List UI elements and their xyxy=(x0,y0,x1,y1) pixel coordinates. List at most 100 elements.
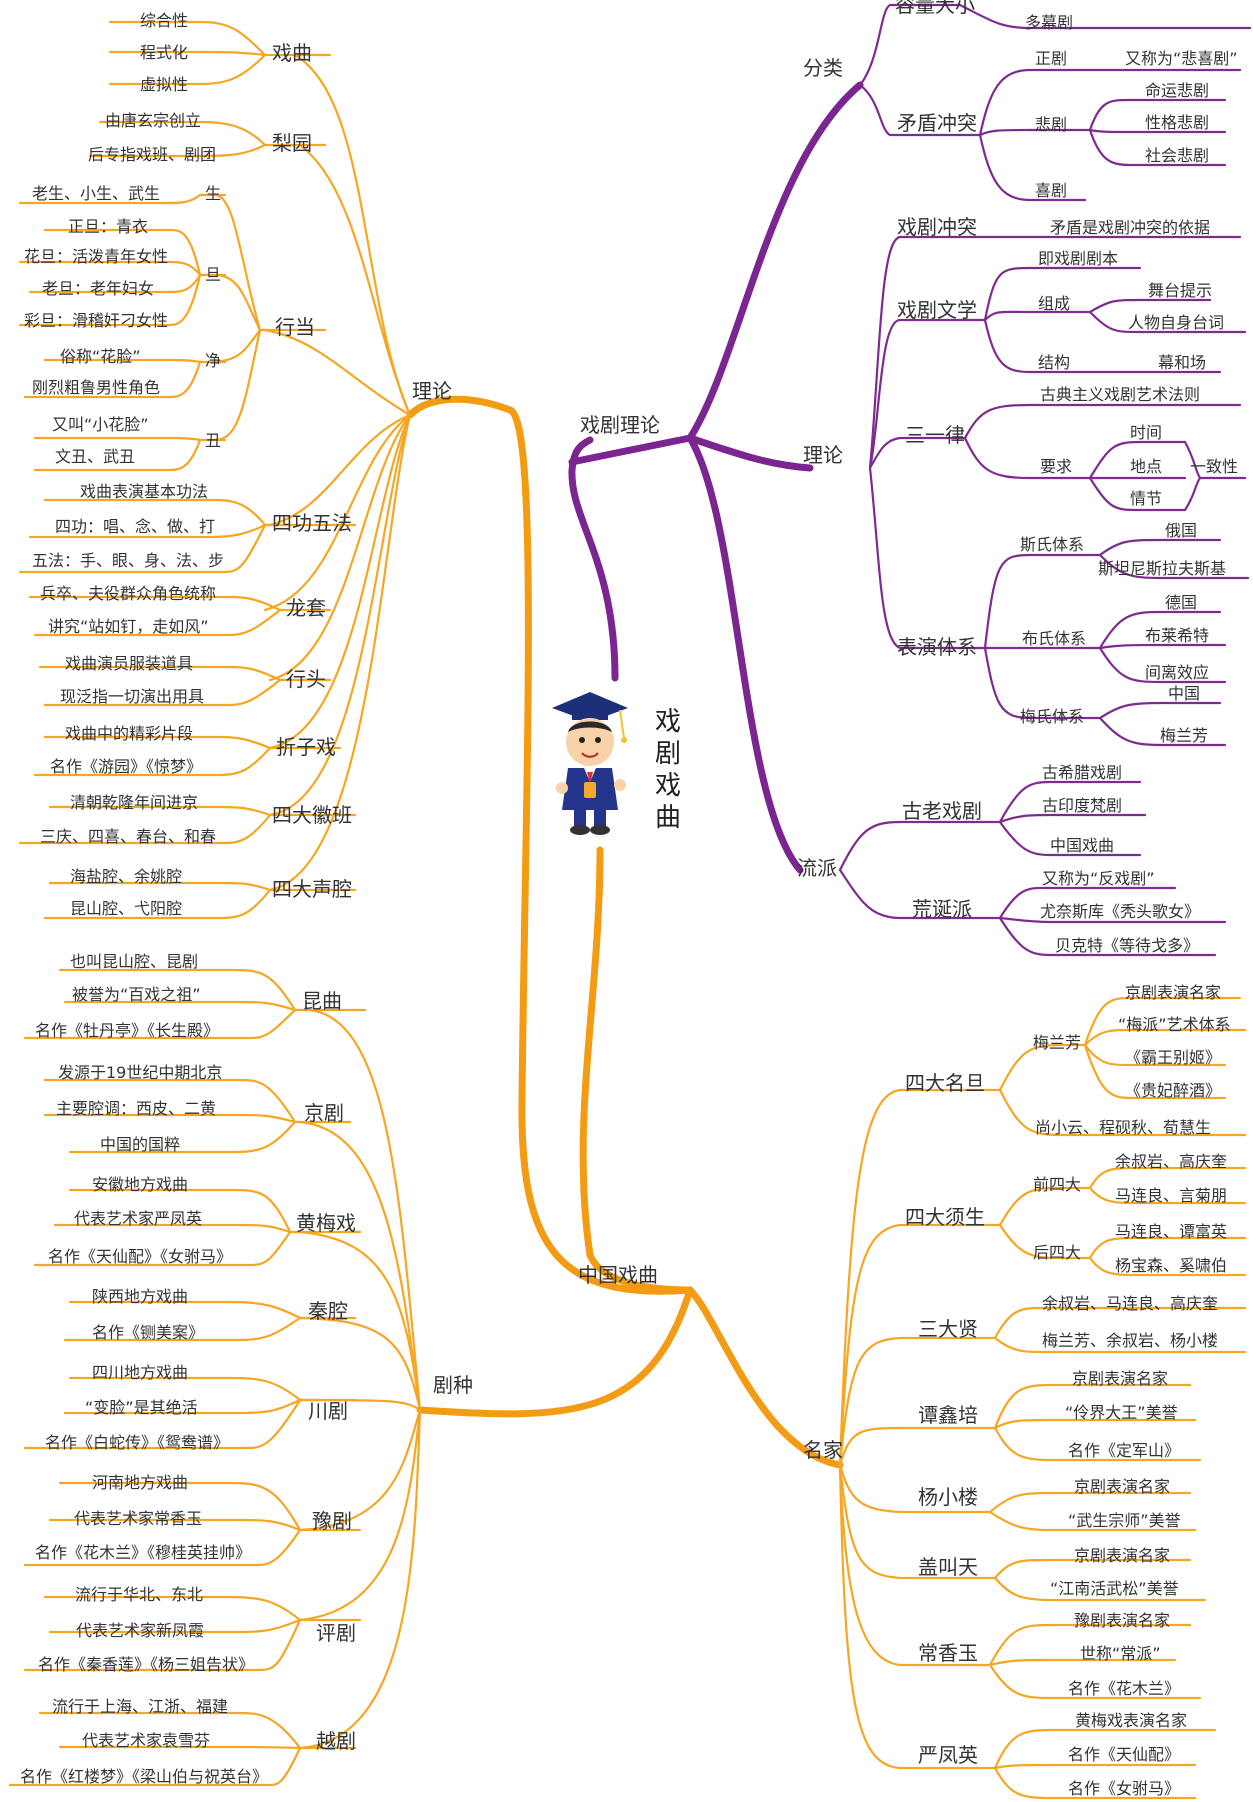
label-xingtou: 行头 xyxy=(286,667,326,691)
label-stanislavski: 斯氏体系 xyxy=(1020,535,1084,554)
label-kunqu: 昆曲 xyxy=(302,989,342,1013)
leaf: 名作《铡美案》 xyxy=(92,1323,204,1342)
leaf: 名作《花木兰》 xyxy=(1068,1679,1180,1698)
leaf: “变脸”是其绝活 xyxy=(85,1398,198,1417)
leaf: 代表艺术家常香玉 xyxy=(74,1509,202,1528)
trunk-lines xyxy=(406,81,864,1469)
leaf: 梅兰芳 xyxy=(1160,726,1208,745)
center-title-char-2: 剧 xyxy=(655,739,681,769)
leaf: 人物自身台词 xyxy=(1128,313,1224,332)
leaf: 贝克特《等待戈多》 xyxy=(1055,936,1199,955)
leaf: 马连良、言菊朋 xyxy=(1115,1186,1227,1205)
leaf: “梅派”艺术体系 xyxy=(1118,1015,1231,1034)
leaf: 古希腊戏剧 xyxy=(1042,763,1122,782)
leaf: 斯坦尼斯拉夫斯基 xyxy=(1098,559,1226,578)
leaf: 讲究“站如钉，走如风” xyxy=(48,617,209,636)
node-masters: 名家 xyxy=(803,1438,843,1462)
leaf: “江南活武松”美誉 xyxy=(1050,1579,1179,1598)
left-genres-connectors xyxy=(8,968,422,1787)
leaf: 尚小云、程砚秋、荀慧生 xyxy=(1035,1118,1211,1137)
leaf: 中国 xyxy=(1168,684,1200,703)
label-yuju: 豫剧 xyxy=(312,1509,352,1533)
leaf: 矛盾是戏剧冲突的依据 xyxy=(1050,218,1210,237)
leaf: 余叔岩、高庆奎 xyxy=(1115,1152,1227,1171)
leaf: 中国戏曲 xyxy=(1050,836,1114,855)
label-qinqiang: 秦腔 xyxy=(308,1299,348,1323)
leaf: 刚烈粗鲁男性角色 xyxy=(32,378,160,397)
node-right-theory: 理论 xyxy=(803,443,843,467)
label-yueju: 越剧 xyxy=(316,1729,356,1753)
leaf: 京剧表演名家 xyxy=(1074,1546,1170,1565)
node-schools: 流派 xyxy=(797,856,837,880)
leaf: 尤奈斯库《秃头歌女》 xyxy=(1040,902,1200,921)
label-yanfengying: 严凤英 xyxy=(918,1743,978,1767)
label-pingju: 评剧 xyxy=(316,1621,356,1645)
leaf: 京剧表演名家 xyxy=(1125,983,1221,1002)
label-capacity: 容量大小 xyxy=(895,0,975,17)
leaf: 《贵妃醉酒》 xyxy=(1125,1081,1221,1100)
leaf: 现泛指一切演出用具 xyxy=(60,687,204,706)
graduate-mascot-icon xyxy=(552,692,628,835)
leaf: 名作《游园》《惊梦》 xyxy=(50,757,202,776)
leaf: 流行于华北、东北 xyxy=(75,1585,203,1604)
leaf: 发源于19世纪中期北京 xyxy=(58,1063,222,1082)
leaf: 名作《秦香莲》《杨三姐告状》 xyxy=(38,1655,254,1674)
leaf: 布莱希特 xyxy=(1145,626,1209,645)
label-chou: 丑 xyxy=(205,431,221,450)
leaf: 名作《牡丹亭》《长生殿》 xyxy=(35,1021,219,1040)
label-three-unities: 三一律 xyxy=(905,423,965,447)
leaf: 综合性 xyxy=(140,11,188,30)
label-sheng: 生 xyxy=(205,184,221,203)
label-conflict-type: 矛盾冲突 xyxy=(897,111,977,135)
label-qian: 前四大 xyxy=(1033,1175,1081,1194)
label-beiju: 悲剧 xyxy=(1035,115,1067,134)
leaf: 古印度梵剧 xyxy=(1042,796,1122,815)
label-yaoqiu: 要求 xyxy=(1040,457,1072,476)
label-hou: 后四大 xyxy=(1033,1243,1081,1262)
leaf: 多幕剧 xyxy=(1025,13,1073,32)
label-xiqu: 戏曲 xyxy=(272,41,312,65)
node-drama-theory: 戏剧理论 xyxy=(580,413,660,437)
leaf: 也叫昆山腔、昆剧 xyxy=(70,952,198,971)
label-jiegou: 结构 xyxy=(1038,353,1070,372)
leaf: 余叔岩、马连良、高庆奎 xyxy=(1042,1294,1218,1313)
leaf: 老生、小生、武生 xyxy=(32,184,160,203)
leaf: 代表艺术家袁雪芬 xyxy=(82,1731,210,1750)
label-liyuan: 梨园 xyxy=(272,131,312,155)
leaf: 幕和场 xyxy=(1158,353,1206,372)
leaf: 河南地方戏曲 xyxy=(92,1473,188,1492)
center-title: 戏 剧 戏 曲 xyxy=(655,707,681,833)
label-longtao: 龙套 xyxy=(286,596,326,620)
leaf: 代表艺术家新凤霞 xyxy=(76,1621,204,1640)
leaf: 彩旦：滑稽奸刁女性 xyxy=(24,311,168,330)
label-zhezi: 折子戏 xyxy=(276,735,336,759)
label-chuanju: 川剧 xyxy=(308,1399,348,1423)
label-sigong: 四功五法 xyxy=(272,511,352,535)
leaf: 《霸王别姬》 xyxy=(1125,1048,1221,1067)
label-jingju: 京剧 xyxy=(304,1101,344,1125)
left-theory-connectors xyxy=(18,20,412,920)
label-changxiangyu: 常香玉 xyxy=(918,1641,978,1665)
leaf: 即戏剧剧本 xyxy=(1038,249,1118,268)
label-xiju: 喜剧 xyxy=(1035,181,1067,200)
label-mei-system: 梅氏体系 xyxy=(1020,707,1084,726)
leaf: 京剧表演名家 xyxy=(1074,1477,1170,1496)
right-masters-connectors xyxy=(838,996,1247,1800)
leaf: 名作《天仙配》《女驸马》 xyxy=(48,1247,232,1266)
leaf: 名作《女驸马》 xyxy=(1068,1779,1180,1798)
leaf: 黄梅戏表演名家 xyxy=(1075,1711,1187,1730)
leaf: 豫剧表演名家 xyxy=(1074,1611,1170,1630)
label-jing: 净 xyxy=(205,351,221,370)
leaf: 俗称“花脸” xyxy=(60,347,141,366)
leaf: 四功：唱、念、做、打 xyxy=(55,517,215,536)
leaf: 虚拟性 xyxy=(140,75,188,94)
label-dan: 旦 xyxy=(205,265,221,284)
label-ancient-drama: 古老戏剧 xyxy=(902,799,982,823)
node-genres: 剧种 xyxy=(433,1373,473,1397)
leaf: 间离效应 xyxy=(1145,663,1209,682)
label-absurd: 荒诞派 xyxy=(912,897,972,921)
node-chinese-opera: 中国戏曲 xyxy=(578,1263,658,1287)
label-acting-system: 表演体系 xyxy=(897,635,977,659)
leaf: 昆山腔、弋阳腔 xyxy=(70,899,182,918)
